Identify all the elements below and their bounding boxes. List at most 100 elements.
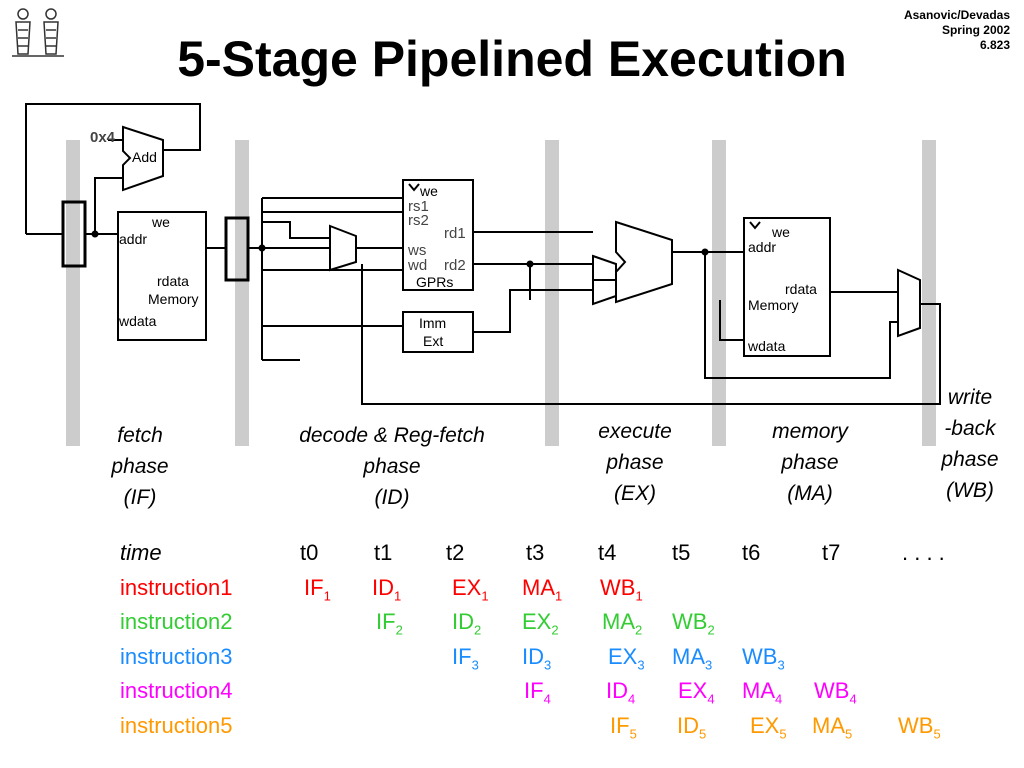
stage-wb-line2: -back bbox=[944, 417, 996, 440]
stage-name: EX bbox=[452, 574, 482, 600]
stage-cell: MA3 bbox=[672, 644, 712, 672]
gpr-we-label: we bbox=[419, 183, 438, 199]
adder-label: Add bbox=[132, 149, 157, 165]
stage-cell: MA1 bbox=[522, 575, 562, 603]
stage-id-line3: (ID) bbox=[374, 486, 410, 509]
stage-name: WB bbox=[814, 678, 850, 703]
pipeline-divider-ma-wb bbox=[922, 140, 936, 446]
stage-subscript: 4 bbox=[628, 691, 636, 707]
stage-cell: WB2 bbox=[672, 609, 715, 637]
stage-label-wb: write -back phase (WB) bbox=[920, 382, 1020, 506]
stage-cell: IF2 bbox=[376, 609, 403, 637]
stage-subscript: 4 bbox=[543, 691, 551, 707]
stage-name: IF bbox=[524, 678, 544, 703]
stage-cell: EX3 bbox=[608, 644, 645, 672]
pipeline-divider-if-id bbox=[66, 140, 80, 446]
stage-cell: WB5 bbox=[898, 713, 941, 741]
stage-name: ID bbox=[677, 712, 699, 738]
pipeline-divider-ex-ma bbox=[712, 140, 726, 446]
gpr-name-label: GPRs bbox=[416, 274, 453, 290]
stage-cell: ID2 bbox=[452, 609, 481, 637]
stage-subscript: 2 bbox=[707, 622, 715, 638]
stage-cell: IF1 bbox=[304, 575, 331, 603]
stage-name: EX bbox=[608, 643, 638, 669]
time-tick: t2 bbox=[446, 540, 465, 565]
instruction-name: instruction5 bbox=[120, 712, 233, 738]
pc-adder bbox=[122, 125, 164, 192]
stage-cell: EX5 bbox=[750, 713, 787, 741]
stage-cell: WB3 bbox=[742, 644, 785, 672]
time-tick: t7 bbox=[822, 540, 841, 565]
stage-wb-line4: (WB) bbox=[946, 479, 994, 502]
stage-name: EX bbox=[750, 712, 780, 738]
dmem-name-label: Memory bbox=[748, 297, 799, 313]
stage-subscript: 4 bbox=[707, 691, 715, 707]
stage-name: EX bbox=[522, 609, 552, 634]
stage-subscript: 3 bbox=[544, 656, 552, 672]
stage-name: WB bbox=[600, 574, 636, 600]
imem-addr-label: addr bbox=[119, 231, 147, 247]
alu bbox=[615, 220, 673, 304]
stage-if-line3: (IF) bbox=[123, 486, 157, 509]
stage-cell: MA5 bbox=[812, 713, 852, 741]
stage-name: ID bbox=[606, 678, 628, 703]
register-file bbox=[402, 179, 474, 291]
course-term: Spring 2002 bbox=[941, 23, 1010, 37]
stage-label-ex: execute phase (EX) bbox=[575, 416, 695, 509]
pipeline-divider-id bbox=[235, 140, 249, 446]
stage-cell: MA4 bbox=[742, 678, 782, 706]
gpr-ws-label: ws bbox=[407, 242, 426, 259]
stage-wb-line3: phase bbox=[941, 448, 999, 471]
stage-ma-line1: memory bbox=[772, 420, 848, 443]
stage-name: WB bbox=[898, 712, 934, 738]
stage-subscript: 3 bbox=[705, 656, 713, 672]
stage-name: MA bbox=[602, 609, 635, 634]
instruction-name: instruction4 bbox=[120, 678, 233, 703]
instruction-name: instruction3 bbox=[120, 643, 233, 669]
dmem-rdata-label: rdata bbox=[785, 281, 817, 297]
mit-logo bbox=[12, 8, 64, 57]
stage-cell: ID1 bbox=[372, 575, 401, 603]
imem-rdata-label: rdata bbox=[157, 273, 189, 289]
stage-name: EX bbox=[678, 678, 708, 703]
imem-wdata-label: wdata bbox=[118, 313, 157, 329]
time-tick: t0 bbox=[300, 540, 319, 565]
gpr-rs2-label: rs2 bbox=[408, 212, 429, 229]
data-memory bbox=[743, 217, 831, 357]
stage-wb-line1: write bbox=[947, 386, 993, 409]
stage-name: WB bbox=[672, 609, 708, 634]
stage-subscript: 4 bbox=[775, 691, 783, 707]
stage-cell: EX4 bbox=[678, 678, 715, 706]
stage-name: IF bbox=[452, 643, 472, 669]
stage-ma-line3: (MA) bbox=[787, 482, 833, 505]
stage-ma-line2: phase bbox=[781, 451, 839, 474]
pipeline-divider-id-ex bbox=[545, 140, 559, 446]
time-tick: t4 bbox=[598, 540, 617, 565]
time-tick: t3 bbox=[526, 540, 545, 565]
time-tick: . . . . bbox=[902, 540, 945, 565]
stage-subscript: 2 bbox=[635, 622, 643, 638]
imm-label: Imm bbox=[419, 315, 446, 331]
instruction-name: instruction2 bbox=[120, 609, 233, 634]
stage-subscript: 5 bbox=[845, 725, 853, 741]
gpr-rs1-label: rs1 bbox=[408, 198, 429, 215]
stage-name: MA bbox=[522, 574, 555, 600]
instruction-memory bbox=[117, 211, 207, 341]
ws-mux bbox=[329, 224, 357, 272]
stage-id-line2: phase bbox=[363, 455, 421, 478]
stage-subscript: 5 bbox=[629, 725, 637, 741]
stage-subscript: 2 bbox=[474, 622, 482, 638]
stage-cell: WB1 bbox=[600, 575, 643, 603]
stage-cell: EX1 bbox=[452, 575, 489, 603]
slide-title: 5-Stage Pipelined Execution bbox=[177, 31, 847, 87]
stage-name: MA bbox=[672, 643, 705, 669]
stage-name: IF bbox=[304, 574, 324, 600]
stage-subscript: 5 bbox=[699, 725, 707, 741]
writeback-mux bbox=[897, 268, 921, 338]
course-authors: Asanovic/Devadas bbox=[903, 8, 1010, 22]
gpr-wd-label: wd bbox=[407, 257, 427, 274]
stage-label-if: fetch phase (IF) bbox=[80, 420, 200, 513]
imem-name-label: Memory bbox=[148, 291, 199, 307]
stage-subscript: 3 bbox=[471, 656, 479, 672]
